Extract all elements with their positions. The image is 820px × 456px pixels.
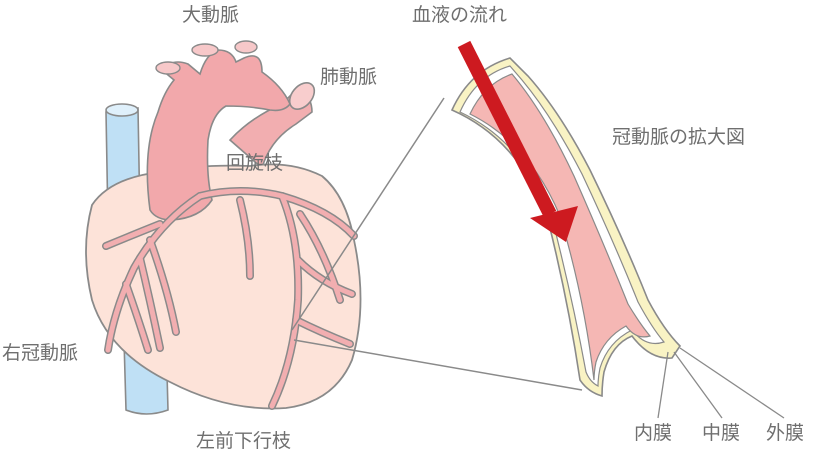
- label-adventitia: 外膜: [766, 422, 805, 444]
- label-circumflex-branch: 回旋枝: [226, 152, 284, 174]
- coronary-arteries: [102, 187, 358, 410]
- label-aorta: 大動脈: [182, 4, 240, 26]
- label-intima: 内膜: [634, 422, 673, 444]
- label-blood-flow: 血液の流れ: [412, 4, 508, 26]
- label-enlarged-view: 冠動脈の拡大図: [612, 126, 746, 148]
- aorta: [146, 40, 291, 221]
- blood-flow-arrow: [457, 40, 578, 242]
- label-right-coronary-artery: 右冠動脈: [2, 342, 79, 364]
- layer-leader-lines: [657, 347, 785, 419]
- label-media: 中膜: [702, 422, 741, 444]
- label-left-anterior-descending: 左前下行枝: [196, 430, 292, 452]
- pulmonary-artery: [228, 82, 316, 170]
- zoom-callout-lines: [291, 97, 583, 391]
- label-pulmonary-artery: 肺動脈: [320, 66, 378, 88]
